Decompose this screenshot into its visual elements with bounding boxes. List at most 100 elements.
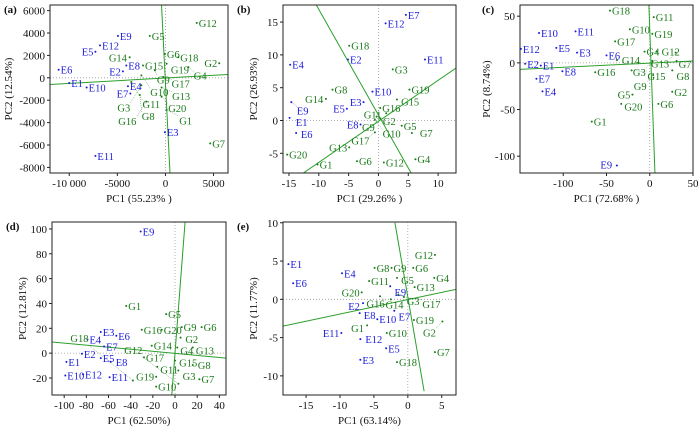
point-label-E12: E12	[365, 335, 382, 346]
point-label-G5: G5	[401, 276, 414, 287]
point-label-G16: G16	[367, 300, 385, 311]
point-G8	[373, 266, 376, 269]
x-axis-title: PC1 (72.68% )	[574, 193, 640, 205]
x-axis-title: PC1 (55.23% )	[106, 193, 172, 205]
point-G18	[177, 56, 180, 59]
point-label-G8: G8	[677, 72, 690, 83]
point-E11	[340, 331, 343, 334]
y-tick-label: 0	[42, 348, 48, 360]
point-label-G7: G7	[201, 375, 214, 386]
point-label-G7: G7	[679, 60, 692, 71]
point-label-E1: E1	[71, 79, 83, 90]
point-label-G15: G15	[145, 61, 163, 72]
biplot-axis-line	[283, 288, 456, 327]
biplot-axis-line	[648, 5, 656, 173]
point-label-G7: G7	[212, 139, 225, 150]
label-leader-line	[166, 109, 180, 117]
axis-lines	[286, 5, 456, 173]
label-leader-line	[631, 70, 648, 73]
x-tick-label: 0	[163, 178, 169, 190]
point-label-G11: G11	[160, 366, 178, 377]
point-G12	[655, 50, 658, 53]
point-label-G10: G10	[632, 25, 650, 36]
point-label-G15: G15	[647, 72, 665, 83]
point-label-G6: G6	[167, 50, 180, 61]
label-leader-line	[435, 321, 443, 329]
point-G1	[316, 163, 319, 166]
point-E3	[99, 331, 102, 334]
point-G19	[408, 88, 411, 91]
point-label-G18: G18	[180, 53, 198, 64]
y-axis-title: PC2 (12.81%)	[17, 277, 29, 340]
point-label-E8: E8	[128, 61, 140, 72]
point-G4	[414, 158, 417, 161]
point-E7	[103, 345, 106, 348]
axis-lines	[283, 222, 456, 392]
point-label-G20: G20	[289, 151, 307, 162]
y-tick-label: 0	[40, 73, 46, 85]
point-label-E10: E10	[541, 29, 558, 40]
x-tick-label: -5000	[105, 178, 131, 190]
point-label-E2: E2	[350, 55, 362, 66]
point-G20	[360, 291, 363, 294]
point-G16	[379, 107, 382, 110]
point-G15	[395, 98, 398, 101]
point-G10	[155, 385, 158, 388]
point-label-E9: E9	[394, 288, 406, 299]
axis-lines	[50, 5, 228, 173]
point-E5	[345, 107, 348, 110]
plot-frame	[49, 4, 229, 174]
label-leader-line	[131, 81, 143, 101]
point-label-G13: G13	[196, 346, 214, 357]
point-label-G14: G14	[622, 56, 641, 67]
point-label-E9: E9	[297, 106, 309, 117]
point-G14	[150, 344, 153, 347]
point-label-G3: G3	[633, 68, 646, 79]
plot-frame	[282, 4, 457, 174]
point-E7	[129, 92, 132, 95]
y-tick-label: -5	[269, 333, 279, 345]
y-tick-label: 6000	[23, 6, 46, 18]
point-G2	[375, 115, 378, 118]
point-label-G8: G8	[142, 112, 155, 123]
point-E9	[116, 34, 119, 37]
point-label-E7: E7	[399, 312, 411, 323]
y-tick-label: 5	[273, 83, 279, 95]
point-G6	[163, 52, 166, 55]
point-G19	[651, 32, 654, 35]
y-axis-title: PC2 (12.54%)	[3, 57, 15, 120]
point-label-E1: E1	[296, 118, 308, 129]
y-tick-label: 50	[504, 11, 516, 23]
point-label-G13: G13	[651, 60, 669, 71]
point-E4	[541, 90, 544, 93]
point-G5	[165, 313, 168, 316]
point-label-G2: G2	[674, 88, 687, 99]
y-tick-label: -5	[269, 148, 279, 160]
point-E2	[347, 58, 350, 61]
point-label-G10: G10	[383, 130, 401, 141]
point-E4	[341, 272, 344, 275]
y-tick-label: -2000	[19, 95, 45, 107]
x-tick-label: 20	[192, 400, 204, 412]
point-label-E7: E7	[106, 342, 118, 353]
point-G5	[148, 34, 151, 37]
point-label-E6: E6	[61, 66, 73, 77]
point-label-G17: G17	[422, 300, 440, 311]
point-label-G4: G4	[647, 48, 661, 59]
point-label-G16: G16	[597, 68, 615, 79]
point-label-G17: G17	[172, 79, 190, 90]
y-tick-label: -50	[500, 105, 515, 117]
point-label-G3: G3	[183, 372, 196, 383]
point-label-G4: G4	[180, 346, 194, 357]
point-label-G2: G2	[185, 335, 198, 346]
point-G3	[177, 369, 180, 372]
point-label-E11: E11	[578, 27, 595, 38]
point-label-G12: G12	[124, 346, 142, 357]
point-label-G14: G14	[385, 301, 404, 312]
point-label-G11: G11	[656, 13, 674, 24]
x-tick-label: 50	[688, 178, 700, 190]
point-label-G20: G20	[168, 104, 186, 115]
point-label-G18: G18	[351, 42, 369, 53]
point-label-G6: G6	[660, 100, 673, 111]
